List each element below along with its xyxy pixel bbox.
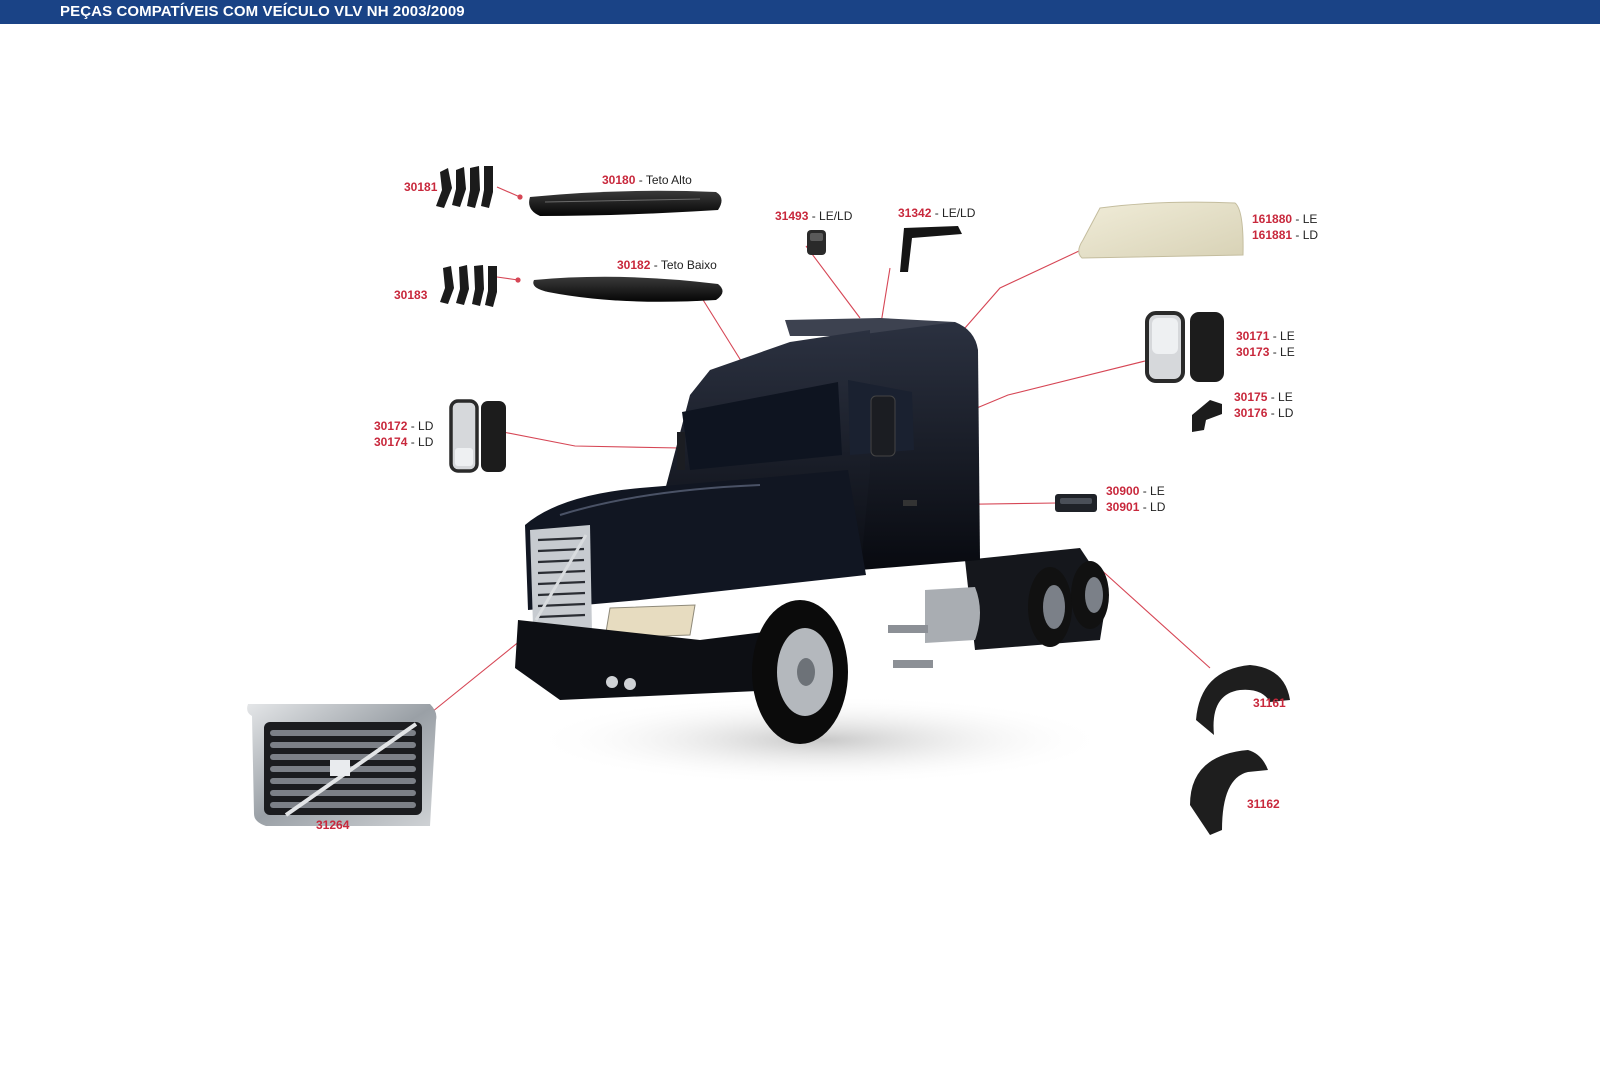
truck-image — [515, 318, 1110, 785]
label-30173: 30173 - LE — [1236, 345, 1295, 359]
truck-shadow — [530, 695, 1110, 785]
leader-dots — [515, 194, 523, 283]
part-30173-image — [1190, 312, 1224, 382]
part-31493-image — [807, 230, 826, 255]
part-30171-image — [1145, 311, 1185, 383]
label-31493: 31493 - LE/LD — [775, 209, 853, 223]
label-31162: 31162 — [1247, 797, 1280, 811]
part-30183-image — [440, 265, 497, 307]
part-30175-image — [1192, 400, 1222, 432]
part-161880-image — [1078, 201, 1244, 259]
label-30171: 30171 - LE — [1236, 329, 1295, 343]
part-30182-image — [533, 276, 723, 302]
label-30180: 30180 - Teto Alto — [602, 173, 692, 187]
label-30900: 30900 - LE — [1106, 484, 1165, 498]
leader-31161 — [1097, 566, 1211, 669]
part-31162-image — [1190, 750, 1268, 835]
label-30901: 30901 - LD — [1106, 500, 1166, 514]
leader-30183 — [496, 276, 519, 281]
part-30900-image — [1055, 494, 1097, 512]
leader-30182 — [699, 294, 749, 373]
part-31342-image — [900, 226, 962, 272]
label-161880: 161880 - LE — [1252, 212, 1318, 226]
part-30174-image — [481, 401, 506, 472]
label-161881: 161881 - LD — [1252, 228, 1319, 242]
part-30172-image — [449, 399, 479, 473]
label-31161: 31161 — [1253, 696, 1286, 710]
label-30183: 30183 — [394, 288, 428, 302]
part-30181-image — [436, 166, 493, 208]
label-30181: 30181 — [404, 180, 438, 194]
part-30180-image — [529, 190, 722, 216]
part-31264-image — [247, 704, 437, 826]
page-title: PEÇAS COMPATÍVEIS COM VEÍCULO VLV NH 200… — [60, 3, 465, 20]
leader-30181 — [496, 186, 521, 198]
part-31161-image — [1196, 665, 1290, 735]
label-30182: 30182 - Teto Baixo — [617, 258, 717, 272]
label-30174: 30174 - LD — [374, 435, 434, 449]
label-30175: 30175 - LE — [1234, 390, 1293, 404]
header-bar: PEÇAS COMPATÍVEIS COM VEÍCULO VLV NH 200… — [0, 0, 1600, 24]
label-30172: 30172 - LD — [374, 419, 434, 433]
label-30176: 30176 - LD — [1234, 406, 1294, 420]
label-31342: 31342 - LE/LD — [898, 206, 976, 220]
label-31264: 31264 — [316, 818, 350, 832]
leader-30172 — [502, 431, 681, 449]
leader-31493 — [805, 245, 861, 319]
